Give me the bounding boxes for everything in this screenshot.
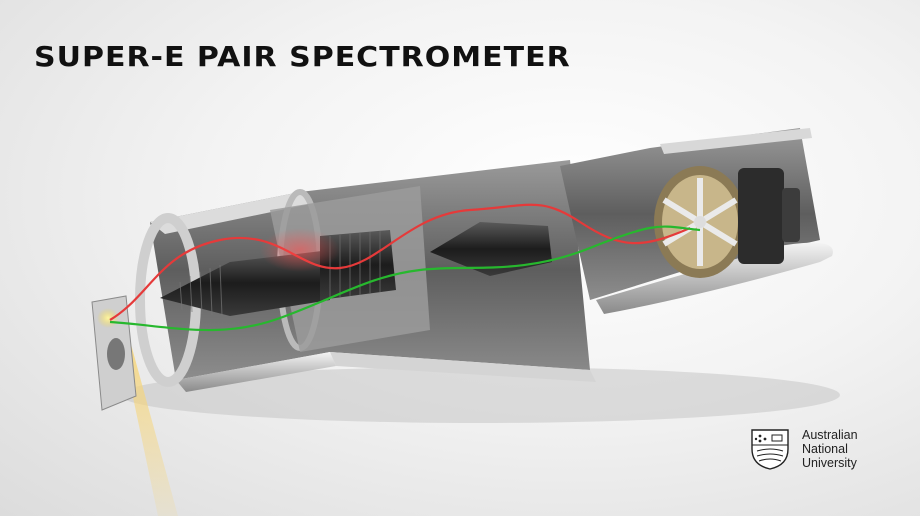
anu-line-2: National xyxy=(802,442,848,456)
anu-line-1: Australian xyxy=(802,428,858,442)
detector-array xyxy=(654,166,800,278)
anu-logo: Australian National University xyxy=(748,424,898,474)
electron-glow xyxy=(260,228,340,272)
electron-path xyxy=(109,203,691,321)
positron-path xyxy=(109,225,701,332)
page-title: SUPER-E PAIR SPECTROMETER xyxy=(34,41,571,74)
anu-wordmark: Australian National University xyxy=(802,428,858,470)
anu-line-3: University xyxy=(802,456,857,470)
floor-shadow xyxy=(120,367,840,423)
solenoid-cone-right xyxy=(430,222,552,276)
target-holder xyxy=(91,295,137,411)
anu-crest-icon xyxy=(751,429,789,470)
